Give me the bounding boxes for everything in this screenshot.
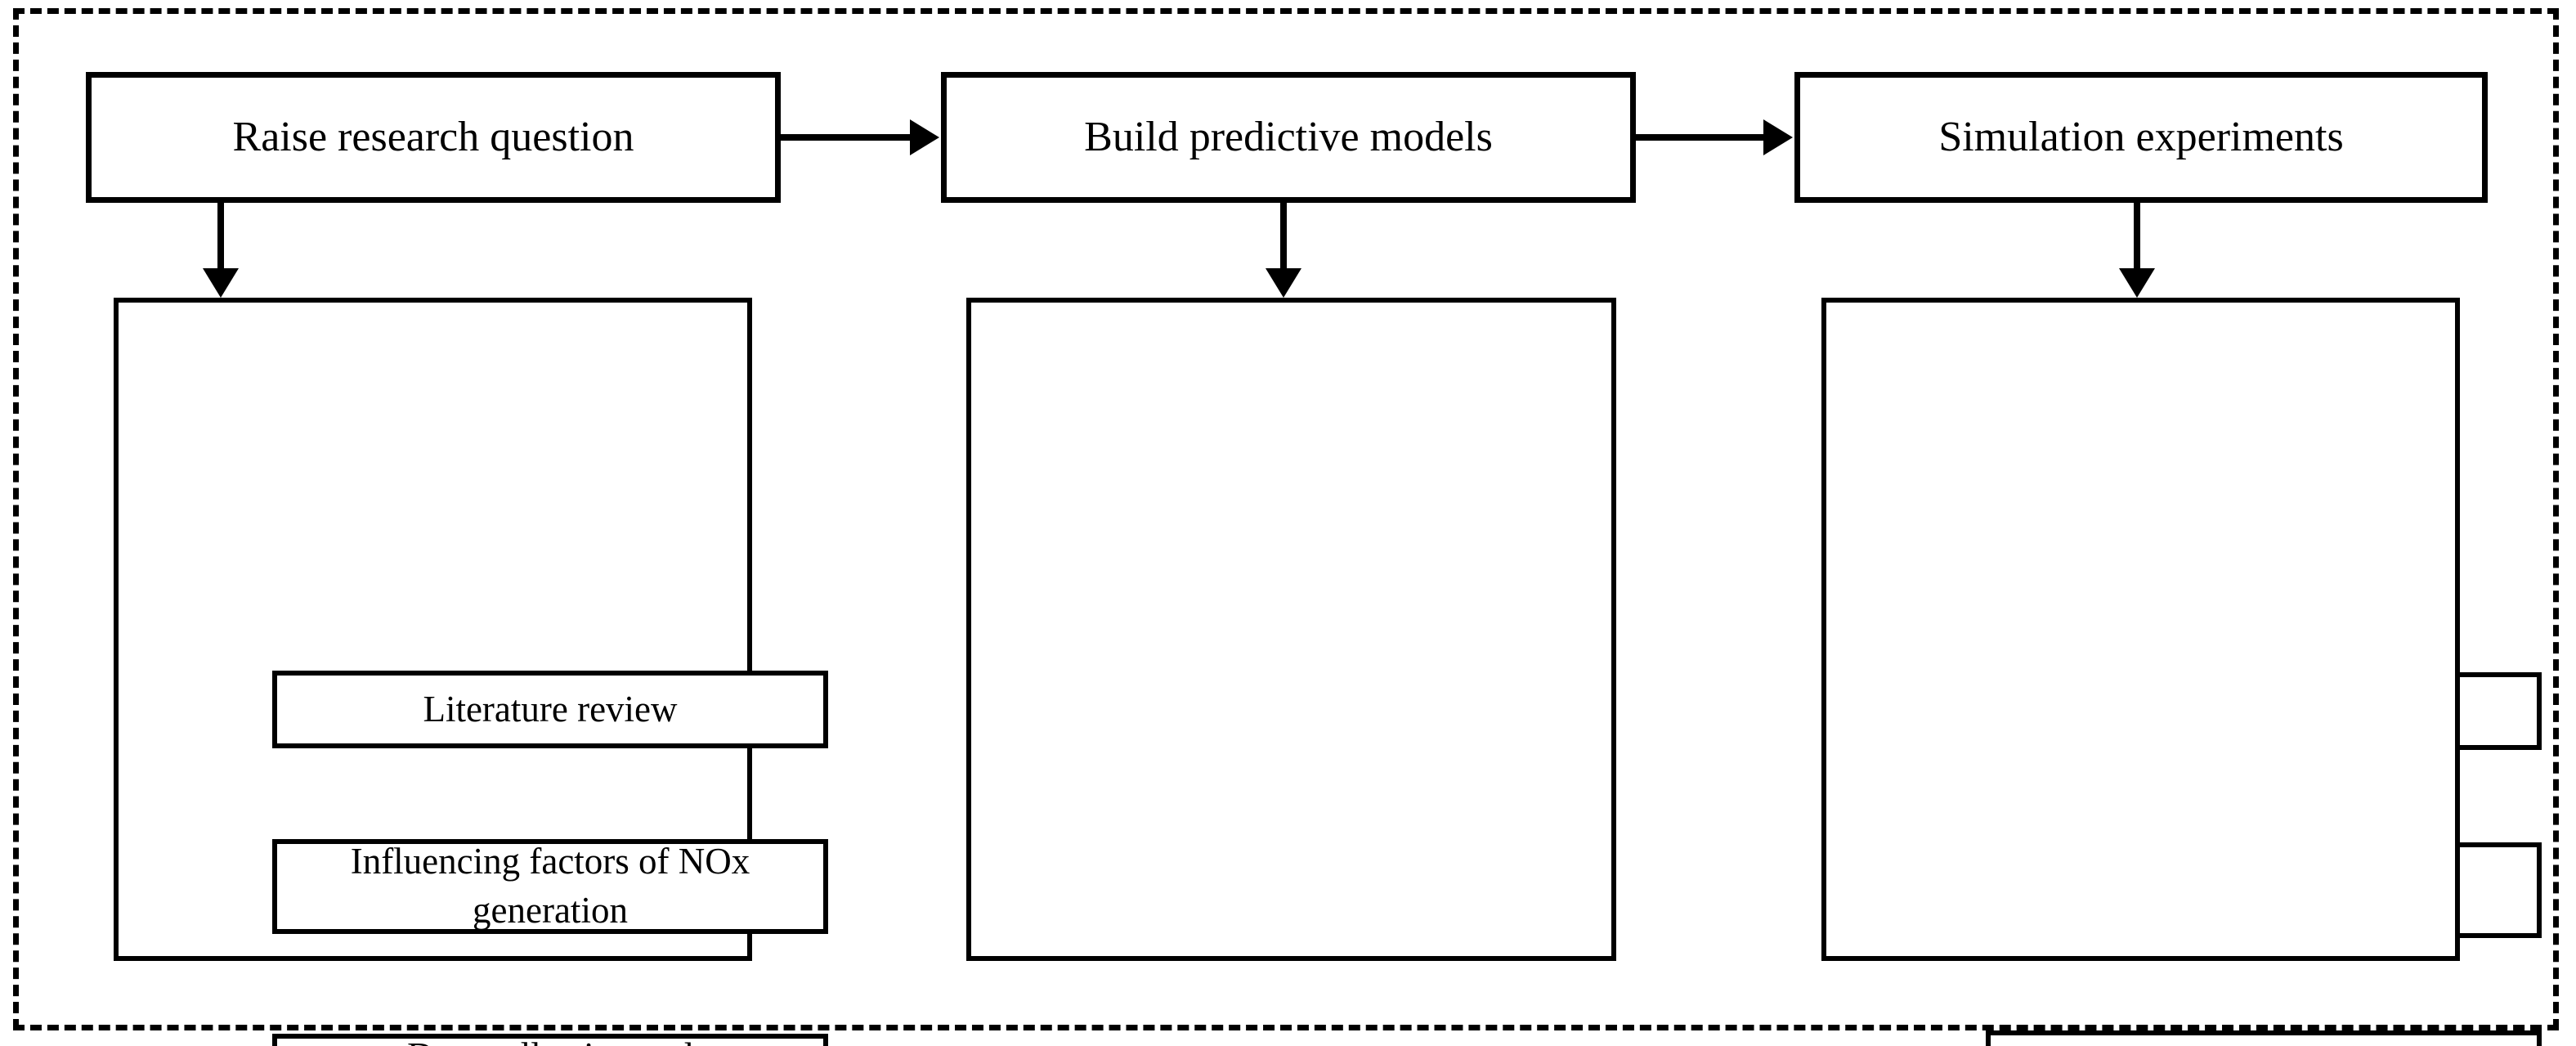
dashed-outer-frame — [13, 8, 2559, 1030]
header-box-simulation-experiments[interactable]: Simulation experiments — [1794, 72, 2488, 203]
step-box-label: Influencing factors of NOx generation — [350, 841, 750, 931]
step-box-influencing-factors-of-nox-generation[interactable]: Influencing factors of NOx generation — [272, 839, 828, 934]
arrow-head-right-icon — [910, 119, 939, 155]
step-box-data-collection-and-preprocessing[interactable]: Data collection and preprocessing — [272, 1034, 828, 1046]
arrow-line-models-to-simulation — [1636, 134, 1765, 141]
stage-container-simulation-experiments: Auxiliary variable filter Predict experi… — [1821, 298, 2460, 961]
header-box-label: Build predictive models — [1084, 114, 1493, 161]
arrow-head-down-icon — [2119, 268, 2155, 298]
step-box-algorithm-process-steps[interactable]: Algorithm Process Steps — [1986, 1030, 2542, 1046]
header-box-label: Raise research question — [232, 114, 634, 161]
step-box-literature-review[interactable]: Literature review — [272, 671, 828, 748]
arrow-line-models-to-steps — [1280, 203, 1287, 270]
step-box-label: Data collection and preprocessing — [277, 1032, 823, 1046]
arrow-line-question-to-models — [781, 134, 912, 141]
header-box-build-predictive-models[interactable]: Build predictive models — [941, 72, 1636, 203]
step-box-label: Literature review — [423, 688, 678, 730]
header-box-label: Simulation experiments — [1938, 114, 2344, 161]
arrow-line-simulation-to-steps — [2134, 203, 2140, 270]
stage-container-predictive-models: Propose BMIFS algorithm LSTM predicts mo… — [966, 298, 2542, 1046]
arrow-head-right-icon — [1763, 119, 1793, 155]
arrow-head-down-icon — [1266, 268, 1301, 298]
header-box-raise-research-question[interactable]: Raise research question — [86, 72, 781, 203]
arrow-line-question-to-steps — [217, 203, 224, 270]
stage-container-research-question: Literature review Influencing factors of… — [114, 298, 828, 1046]
arrow-head-down-icon — [203, 268, 239, 298]
